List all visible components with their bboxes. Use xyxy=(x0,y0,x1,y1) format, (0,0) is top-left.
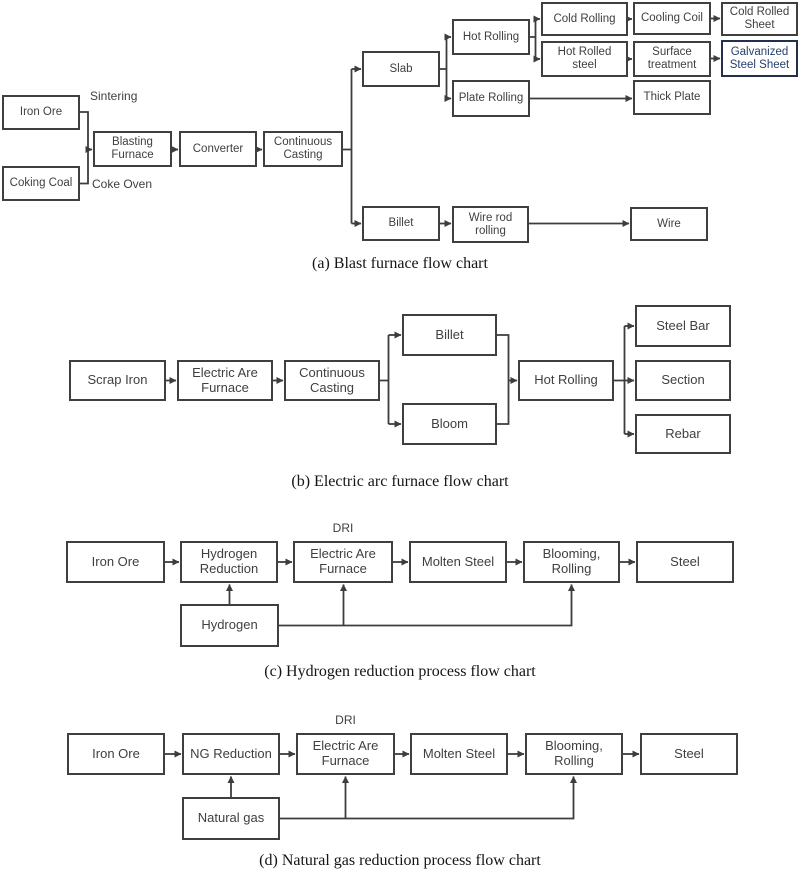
node-b-steel-bar: Steel Bar xyxy=(635,305,731,347)
node-d-ng-reduction: NG Reduction xyxy=(182,733,280,775)
node-d-natural-gas: Natural gas xyxy=(182,797,280,840)
node-a-billet: Billet xyxy=(362,206,440,241)
node-b-billet: Billet xyxy=(402,314,497,356)
caption-b: (b) Electric arc furnace flow chart xyxy=(291,473,509,490)
node-d-electric-arc-furnace: Electric Are Furnace xyxy=(296,733,395,775)
node-a-iron-ore: Iron Ore xyxy=(2,95,80,130)
node-c-electric-arc-furnace: Electric Are Furnace xyxy=(293,541,393,583)
node-c-steel: Steel xyxy=(636,541,734,583)
node-d-steel: Steel xyxy=(640,733,738,775)
node-a-cooling-coil: Cooling Coil xyxy=(633,2,711,35)
caption-a: (a) Blast furnace flow chart xyxy=(312,255,488,272)
node-d-molten-steel: Molten Steel xyxy=(410,733,508,775)
label-c-dri: DRI xyxy=(332,521,354,535)
node-b-rebar: Rebar xyxy=(635,414,731,454)
label-sintering: Sintering xyxy=(90,89,138,103)
node-a-surface-treatment: Surface treatment xyxy=(633,41,711,77)
node-a-plate-rolling: Plate Rolling xyxy=(452,80,530,117)
node-a-galvanized-steel-sheet: Galvanized Steel Sheet xyxy=(721,40,798,77)
node-b-section: Section xyxy=(635,360,731,401)
node-c-blooming-rolling: Blooming, Rolling xyxy=(523,541,620,583)
node-a-thick-plate: Thick Plate xyxy=(633,80,711,115)
node-c-hydrogen: Hydrogen xyxy=(180,604,279,647)
node-a-wire: Wire xyxy=(630,207,708,241)
node-a-hot-rolling: Hot Rolling xyxy=(452,19,530,55)
node-a-wire-rod-rolling: Wire rod rolling xyxy=(452,206,529,243)
node-a-blasting-furnace: Blasting Furnace xyxy=(93,131,172,167)
node-a-slab: Slab xyxy=(362,51,440,87)
node-b-continuous-casting: Continuous Casting xyxy=(284,360,380,401)
node-a-coking-coal: Coking Coal xyxy=(2,166,80,201)
node-a-cold-rolling: Cold Rolling xyxy=(541,2,628,36)
node-b-electric-arc-furnace: Electric Are Furnace xyxy=(177,360,273,401)
node-c-molten-steel: Molten Steel xyxy=(409,541,507,583)
node-a-hot-rolled-steel: Hot Rolled steel xyxy=(541,41,628,77)
node-b-scrap-iron: Scrap Iron xyxy=(69,360,166,401)
node-c-iron-ore: Iron Ore xyxy=(66,541,165,583)
node-d-blooming-rolling: Blooming, Rolling xyxy=(525,733,623,775)
node-a-cold-rolled-sheet: Cold Rolled Sheet xyxy=(721,2,798,36)
node-a-converter: Converter xyxy=(179,131,257,167)
node-b-bloom: Bloom xyxy=(402,403,497,445)
node-c-hydrogen-reduction: Hydrogen Reduction xyxy=(180,541,278,583)
node-d-iron-ore: Iron Ore xyxy=(67,733,165,775)
node-a-continuous-casting: Continuous Casting xyxy=(263,131,343,167)
caption-d: (d) Natural gas reduction process flow c… xyxy=(259,852,541,869)
caption-c: (c) Hydrogen reduction process flow char… xyxy=(264,663,536,680)
node-b-hot-rolling: Hot Rolling xyxy=(518,360,614,401)
label-d-dri: DRI xyxy=(335,713,356,727)
label-coke-oven: Coke Oven xyxy=(92,177,153,191)
